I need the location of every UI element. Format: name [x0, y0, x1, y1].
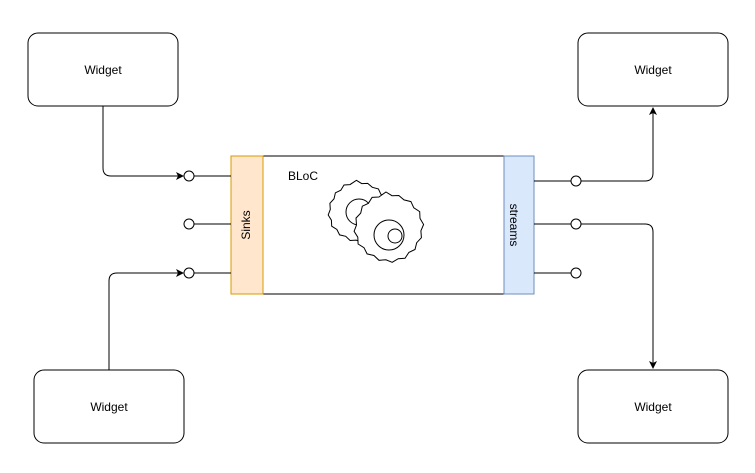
widget-top-left: Widget [27, 32, 179, 107]
connector-stream-to-bottom-right [581, 223, 657, 369]
connector-stream-to-top-right [581, 107, 657, 182]
sinks-panel: Sinks [230, 155, 264, 295]
widget-label: Widget [634, 63, 672, 77]
widget-label: Widget [90, 400, 128, 414]
streams-label: streams [507, 204, 521, 247]
widget-label: Widget [84, 63, 122, 77]
sink-port-3 [183, 267, 231, 279]
sink-port-1 [183, 170, 231, 182]
connector-top-left-to-sink [102, 106, 184, 180]
widget-bottom-left: Widget [33, 369, 185, 444]
stream-port-1 [534, 175, 582, 187]
stream-port-2 [534, 218, 582, 230]
widget-bottom-right: Widget [577, 369, 729, 444]
gear-front-hole [387, 228, 403, 244]
sink-port-2 [183, 218, 231, 230]
gears-icon [327, 179, 425, 263]
sinks-label: Sinks [239, 210, 253, 239]
widget-label: Widget [634, 400, 672, 414]
connector-bottom-left-to-sink [108, 269, 184, 370]
streams-panel: streams [503, 155, 535, 295]
stream-port-3 [534, 267, 582, 279]
bloc-title: BLoC [288, 169, 318, 183]
widget-top-right: Widget [577, 32, 729, 107]
